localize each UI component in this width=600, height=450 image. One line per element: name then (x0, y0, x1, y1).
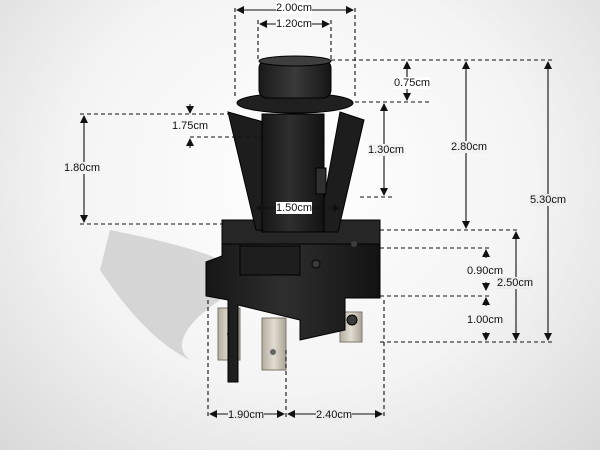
dim-terminal-left-width: 1.90cm (228, 409, 265, 421)
dim-upper-body-height: 1.80cm (64, 162, 101, 174)
dim-top-outer-width: 2.00cm (276, 2, 313, 14)
dim-collar-height: 1.30cm (368, 144, 405, 156)
dim-top-inner-width: 1.20cm (276, 18, 313, 30)
dim-flange-offset: 1.75cm (172, 120, 209, 132)
dim-housing-lower: 1.00cm (467, 314, 504, 326)
dim-collar-width: 1.50cm (276, 202, 313, 214)
dim-cap-to-base: 2.80cm (451, 141, 488, 153)
dim-overall-height: 5.30cm (530, 194, 567, 206)
push-button (236, 55, 354, 114)
dim-housing-height: 2.50cm (497, 277, 534, 289)
collar (227, 111, 365, 233)
dim-housing-upper: 0.90cm (467, 265, 504, 277)
dim-cap-height: 0.75cm (394, 77, 431, 89)
switch-housing (205, 219, 381, 383)
drop-shadow (100, 230, 220, 360)
dim-terminal-right-width: 2.40cm (316, 409, 353, 421)
